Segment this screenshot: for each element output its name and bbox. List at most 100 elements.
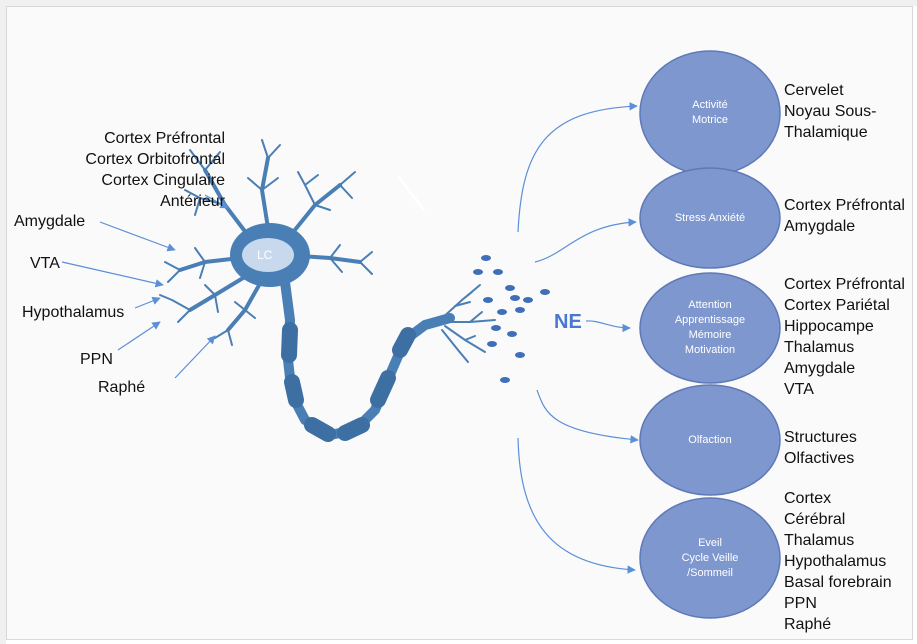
dendrite-branch bbox=[297, 171, 356, 211]
arrow-to-olfaction bbox=[536, 389, 639, 444]
target-item: Raphé bbox=[784, 616, 832, 633]
axon-myelin bbox=[281, 322, 416, 442]
function-line: Stress Anxiété bbox=[674, 212, 746, 224]
target-item: Thalamus bbox=[784, 532, 855, 549]
target-item: Amygdale bbox=[784, 218, 856, 235]
ellipse-stress bbox=[639, 167, 781, 269]
target-item: Cortex Préfrontal bbox=[784, 197, 905, 214]
function-line: /Sommeil bbox=[687, 567, 733, 579]
function-line: Apprentissage bbox=[674, 314, 746, 326]
dendrite-upper-right bbox=[288, 183, 342, 238]
dendrite-branch bbox=[164, 247, 206, 283]
dendrite-branch bbox=[184, 149, 226, 216]
input-label-cortex-orbitofrontal: Cortex Orbitofrontal bbox=[85, 151, 225, 168]
function-line: Activité bbox=[692, 99, 728, 111]
vesicle bbox=[473, 269, 483, 275]
targets-eveil: Cortex Cérébral Thalamus Hypothalamus Ba… bbox=[784, 488, 892, 635]
ellipse-attention bbox=[639, 272, 781, 384]
soma-nucleus bbox=[242, 238, 294, 272]
dendrite-bottom bbox=[226, 278, 264, 332]
dendrite-branch bbox=[247, 139, 281, 191]
targets-attention: Cortex Préfrontal Cortex Pariétal Hippoc… bbox=[784, 274, 905, 400]
function-olfaction-text: Olfaction bbox=[640, 433, 780, 448]
dendrite-branch bbox=[214, 301, 256, 346]
vesicle bbox=[510, 295, 520, 301]
function-line: Mémoire bbox=[688, 329, 732, 341]
vesicle bbox=[497, 309, 507, 315]
vesicle bbox=[481, 255, 491, 261]
function-ellipses bbox=[639, 50, 781, 619]
targets-stress: Cortex Préfrontal Amygdale bbox=[784, 195, 905, 237]
ne-label: NE bbox=[554, 311, 582, 333]
input-label-ppn: PPN bbox=[80, 351, 113, 368]
arrow-from-cortex bbox=[204, 194, 229, 209]
vesicle bbox=[500, 377, 510, 383]
output-arrows bbox=[517, 102, 639, 574]
dendrite-branch bbox=[329, 244, 373, 275]
input-label-raphe: Raphé bbox=[98, 379, 146, 396]
target-item: Basal forebrain bbox=[784, 574, 892, 591]
targets-activite: Cervelet Noyau Sous- Thalamique bbox=[784, 80, 877, 143]
terminal-branch bbox=[444, 325, 486, 353]
arrow-to-stress bbox=[534, 218, 637, 263]
frame-left-edge bbox=[0, 0, 6, 644]
target-item: Thalamique bbox=[784, 124, 868, 141]
arrow-from-raphe bbox=[174, 335, 216, 379]
ne-vesicles bbox=[473, 255, 550, 383]
arrow-from-vta bbox=[61, 261, 164, 288]
axon-terminals bbox=[439, 284, 496, 363]
target-item: Hypothalamus bbox=[784, 553, 887, 570]
terminal-branch bbox=[444, 311, 496, 323]
input-label-hypothalamus: Hypothalamus bbox=[22, 304, 125, 321]
vesicle bbox=[505, 285, 515, 291]
input-label-vta: VTA bbox=[30, 255, 60, 272]
terminal-branch bbox=[441, 329, 469, 363]
target-item: Cérébral bbox=[784, 511, 846, 528]
target-item: Noyau Sous- bbox=[784, 103, 877, 120]
input-label-cortex-cingulaire: Cortex Cingulaire bbox=[101, 172, 225, 189]
dendrite-top bbox=[260, 156, 270, 230]
target-item: Thalamus bbox=[784, 339, 855, 356]
target-item: Cortex bbox=[784, 490, 832, 507]
targets-olfaction: Structures Olfactives bbox=[784, 427, 857, 469]
frame-top-edge bbox=[0, 0, 917, 6]
arrow-to-activite bbox=[517, 102, 638, 233]
vesicle bbox=[515, 307, 525, 313]
target-item: Hippocampe bbox=[784, 318, 874, 335]
arrow-from-ppn bbox=[117, 321, 161, 351]
target-item: PPN bbox=[784, 595, 817, 612]
axon bbox=[280, 277, 455, 442]
function-line: Cycle Veille bbox=[681, 552, 739, 564]
arrow-to-eveil bbox=[517, 437, 636, 574]
function-line: Motrice bbox=[691, 114, 729, 126]
input-label-anterieur: Antérieur bbox=[160, 193, 225, 210]
input-label-amygdale: Amygdale bbox=[14, 213, 86, 230]
target-item: Cortex Préfrontal bbox=[784, 276, 905, 293]
function-line: Attention bbox=[688, 299, 732, 311]
ellipse-olfaction bbox=[639, 384, 781, 496]
vesicle bbox=[487, 341, 497, 347]
vesicle bbox=[507, 331, 517, 337]
function-line: Motivation bbox=[684, 344, 736, 356]
vesicle bbox=[483, 297, 493, 303]
function-eveil-text: Eveil Cycle Veille /Sommeil bbox=[640, 536, 780, 581]
ellipse-eveil bbox=[639, 497, 781, 619]
input-arrows bbox=[61, 194, 229, 379]
arrow-to-attention bbox=[585, 320, 631, 333]
function-stress-text: Stress Anxiété bbox=[640, 211, 780, 226]
vesicle bbox=[493, 269, 503, 275]
vesicle bbox=[540, 289, 550, 295]
function-line: Olfaction bbox=[688, 434, 732, 446]
function-activite-text: Activité Motrice bbox=[640, 98, 780, 128]
function-attention-text: Attention Apprentissage Mémoire Motivati… bbox=[640, 298, 780, 358]
terminal-branch bbox=[439, 284, 481, 321]
target-item: Olfactives bbox=[784, 450, 855, 467]
target-item: Cortex Pariétal bbox=[784, 297, 890, 314]
target-item: Cervelet bbox=[784, 82, 844, 99]
arrow-from-amygdale bbox=[99, 221, 176, 252]
target-item: Amygdale bbox=[784, 360, 856, 377]
vesicle bbox=[491, 325, 501, 331]
soma-label: LC bbox=[257, 248, 273, 262]
